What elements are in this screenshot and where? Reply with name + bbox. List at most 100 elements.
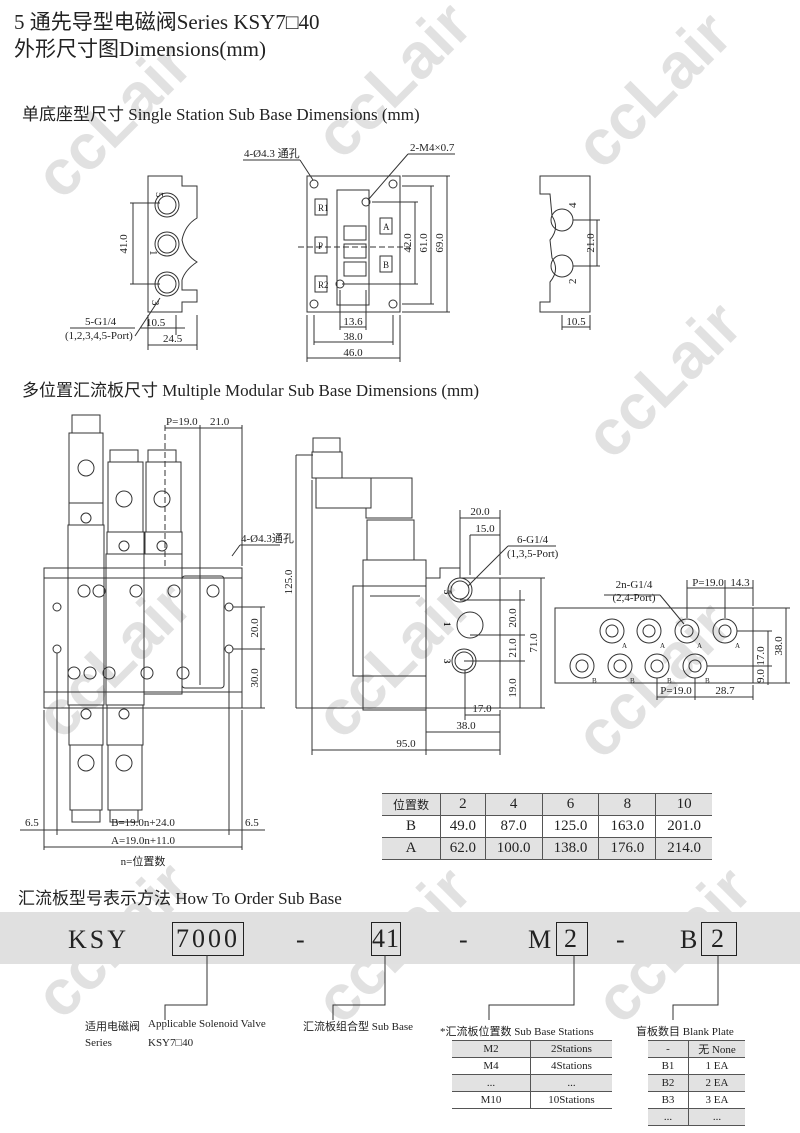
svg-text:24.5: 24.5: [163, 333, 183, 345]
order-prefix: KSY: [68, 925, 130, 954]
svg-text:1: 1: [442, 622, 452, 627]
dash: -: [616, 925, 628, 954]
svg-text:A: A: [622, 642, 627, 650]
svg-text:20.0: 20.0: [507, 608, 519, 628]
dash: -: [459, 925, 471, 954]
svg-text:41.0: 41.0: [118, 234, 130, 254]
blank-plate-label: 盲板数目 Blank Plate: [636, 1026, 734, 1038]
svg-text:2-M4×0.7: 2-M4×0.7: [410, 142, 455, 154]
svg-text:61.0: 61.0: [418, 233, 430, 253]
page-subtitle: 外形尺寸图Dimensions(mm): [14, 37, 266, 61]
right-view-body: [539, 175, 591, 313]
svg-text:B: B: [667, 677, 672, 685]
svg-text:9.0: 9.0: [755, 669, 767, 683]
svg-text:21.0: 21.0: [210, 416, 230, 428]
series-code-box: 7000: [172, 922, 244, 956]
svg-text:P=19.0: P=19.0: [660, 685, 692, 697]
svg-text:A: A: [735, 642, 740, 650]
svg-text:A: A: [383, 222, 390, 232]
subbase-label: 汇流板组合型 Sub Base: [303, 1021, 413, 1033]
svg-text:n=位置数: n=位置数: [121, 854, 166, 868]
svg-text:(2,4-Port): (2,4-Port): [612, 592, 655, 604]
blank-plate: [181, 575, 225, 689]
svg-text:19.0: 19.0: [507, 678, 519, 698]
svg-text:R1: R1: [318, 203, 329, 213]
svg-text:R2: R2: [318, 280, 329, 290]
bottom-ports: [569, 618, 738, 679]
valve-label-cn: 适用电磁阀: [85, 1021, 140, 1033]
svg-text:69.0: 69.0: [434, 233, 446, 253]
svg-text:14.3: 14.3: [730, 577, 750, 589]
table-row: ......: [452, 1074, 612, 1092]
svg-text:30.0: 30.0: [249, 668, 261, 688]
svg-text:A=19.0n+11.0: A=19.0n+11.0: [111, 835, 175, 847]
svg-text:A: A: [697, 642, 702, 650]
valve-1: [67, 414, 105, 823]
valve-series-label: Series: [85, 1037, 112, 1049]
svg-text:B: B: [383, 260, 389, 270]
svg-text:46.0: 46.0: [343, 347, 363, 359]
svg-text:38.0: 38.0: [773, 636, 785, 656]
front-base: [43, 567, 243, 709]
station-letter: M: [528, 925, 555, 954]
side-base: [425, 567, 501, 709]
table-row: ......: [648, 1108, 745, 1126]
valve-series-value: KSY7□40: [148, 1037, 194, 1049]
svg-text:17.0: 17.0: [472, 703, 492, 715]
svg-text:P: P: [318, 241, 323, 251]
svg-text:3: 3: [442, 659, 452, 664]
type-code-box: 41: [371, 922, 401, 956]
valve-2: [105, 449, 145, 823]
order-connector-lines: [164, 955, 719, 1020]
svg-text:5: 5: [153, 192, 165, 198]
svg-text:42.0: 42.0: [402, 233, 414, 253]
dash: -: [296, 925, 308, 954]
svg-text:4: 4: [567, 202, 579, 208]
svg-text:21.0: 21.0: [507, 638, 519, 658]
blank-code-box: 2: [701, 922, 737, 956]
svg-text:B: B: [705, 677, 710, 685]
svg-text:10.5: 10.5: [566, 316, 586, 328]
screw-icons: [67, 584, 220, 680]
svg-text:1: 1: [147, 250, 159, 256]
svg-text:6.5: 6.5: [245, 817, 259, 829]
svg-text:B: B: [630, 677, 635, 685]
single-station-heading: 单底座型尺寸 Single Station Sub Base Dimension…: [22, 105, 420, 124]
svg-text:95.0: 95.0: [396, 738, 416, 750]
svg-text:6-G1/4: 6-G1/4: [517, 534, 549, 546]
svg-text:17.0: 17.0: [755, 646, 767, 666]
svg-text:15.0: 15.0: [475, 523, 495, 535]
svg-text:3: 3: [149, 300, 161, 306]
svg-text:125.0: 125.0: [283, 569, 295, 594]
valve-3: [143, 449, 183, 695]
svg-text:2: 2: [567, 279, 579, 285]
svg-text:21.0: 21.0: [585, 233, 597, 253]
svg-text:6.5: 6.5: [25, 817, 39, 829]
svg-text:71.0: 71.0: [528, 633, 540, 653]
order-heading: 汇流板型号表示方法 How To Order Sub Base: [18, 889, 342, 908]
svg-text:38.0: 38.0: [456, 720, 476, 732]
svg-text:P=19.0: P=19.0: [166, 416, 198, 428]
table-row: -无 None: [648, 1040, 745, 1058]
svg-text:A: A: [660, 642, 665, 650]
svg-text:38.0: 38.0: [343, 331, 363, 343]
svg-text:(1,2,3,4,5-Port): (1,2,3,4,5-Port): [65, 330, 133, 342]
svg-text:4-Ø4.3通孔: 4-Ø4.3通孔: [241, 532, 294, 545]
svg-text:5: 5: [442, 590, 452, 595]
station-code-box: 2: [556, 922, 588, 956]
svg-text:(1,3,5-Port): (1,3,5-Port): [507, 548, 559, 560]
svg-text:2n-G1/4: 2n-G1/4: [616, 579, 653, 591]
svg-text:20.0: 20.0: [249, 618, 261, 638]
svg-text:5-G1/4: 5-G1/4: [85, 316, 117, 328]
svg-text:P=19.0: P=19.0: [692, 577, 724, 589]
